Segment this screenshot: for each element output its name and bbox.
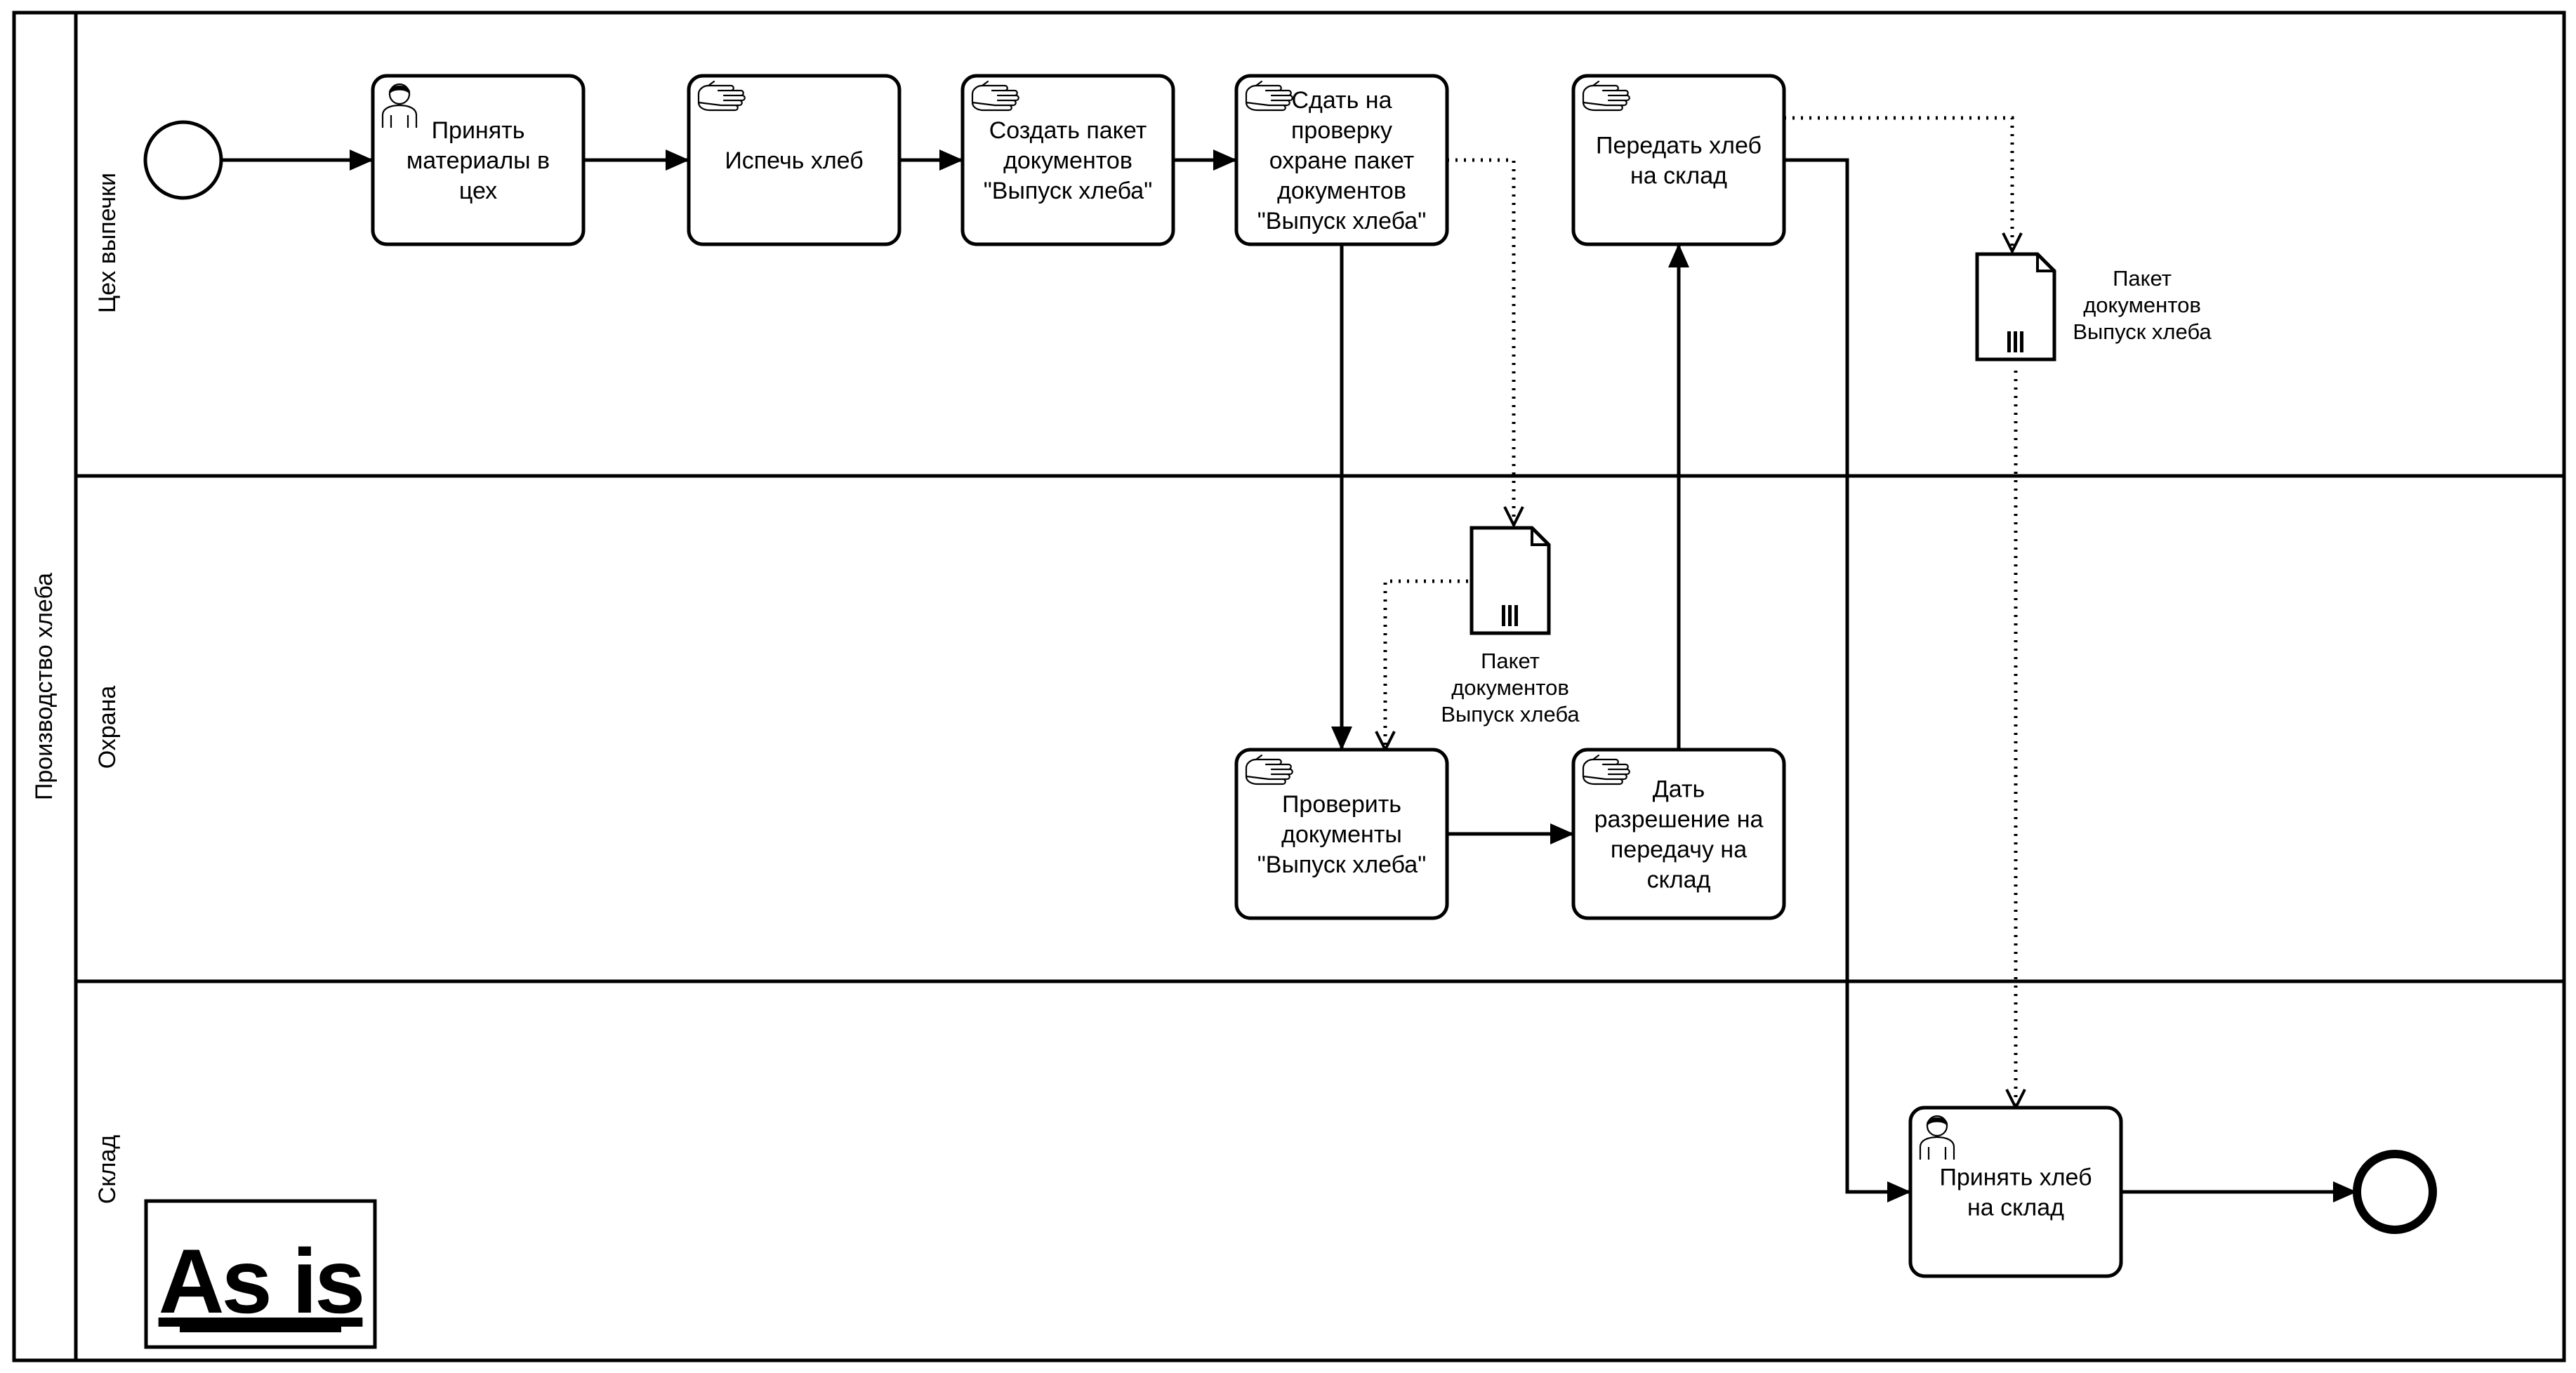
- task-box[interactable]: [1571, 74, 1786, 246]
- data-object-label-line: Пакет: [1481, 649, 1540, 673]
- task-label-line: "Выпуск хлеба": [984, 178, 1153, 204]
- document-collection-icon: [1975, 252, 2056, 362]
- task-label-line: склад: [1647, 867, 1711, 894]
- task-box[interactable]: [1234, 74, 1449, 246]
- assoc-submit-to-doc-security: [1447, 158, 1514, 525]
- task-label-line: "Выпуск хлеба": [1257, 851, 1427, 878]
- lane-bakery: Цех выпечки: [94, 173, 121, 313]
- task-receive-materials[interactable]: Принять материалы в цех: [371, 74, 586, 246]
- assoc-transfer-to-doc-bakery: [1784, 116, 2012, 251]
- task-label-line: Создать пакет: [989, 117, 1147, 144]
- task-box[interactable]: [371, 74, 586, 246]
- task-label-line: проверку: [1291, 117, 1392, 144]
- task-submit-docs[interactable]: Сдать на проверку охране пакет документов "В…: [1234, 74, 1449, 246]
- lane-label-warehouse: Склад: [94, 1135, 121, 1205]
- task-give-permission[interactable]: Дать разрешение на передачу на склад: [1571, 748, 1786, 920]
- task-label-line: Передать хлеб: [1596, 133, 1762, 159]
- task-label-line: "Выпуск хлеба": [1257, 208, 1427, 234]
- data-object-label-line: Пакет: [2113, 266, 2172, 291]
- user-icon: [1919, 1115, 1955, 1160]
- task-box[interactable]: [1571, 748, 1786, 920]
- task-label-line: документов: [1003, 147, 1132, 174]
- flow-transfer-to-accept: [1784, 158, 1911, 1202]
- task-label-line: на склад: [1967, 1195, 2064, 1221]
- task-label-line: материалы в: [407, 147, 550, 174]
- data-associations: [1385, 116, 2016, 1108]
- task-label-line: разрешение на: [1594, 807, 1764, 833]
- assoc-doc-security-to-check: [1385, 579, 1468, 750]
- task-label-line: Принять: [432, 117, 525, 144]
- start-event[interactable]: [143, 120, 223, 200]
- task-accept-bread[interactable]: Принять хлеб на склад: [1908, 1106, 2123, 1278]
- task-label-line: цех: [459, 178, 497, 204]
- sequence-flows: [222, 150, 2357, 1202]
- hand-icon: [971, 80, 1019, 112]
- hand-icon: [697, 80, 746, 112]
- task-check-docs[interactable]: Проверить документы "Выпуск хлеба": [1234, 748, 1449, 920]
- lane-label-bakery: Цех выпечки: [94, 173, 121, 313]
- pool-border: [12, 11, 2566, 1362]
- task-label-line: охране пакет: [1269, 147, 1414, 174]
- lane-label-security: Охрана: [94, 686, 121, 769]
- end-event[interactable]: [2353, 1150, 2437, 1234]
- task-box[interactable]: [1908, 1106, 2123, 1278]
- task-label-line: Проверить: [1282, 791, 1401, 818]
- data-object-label-line: Выпуск хлеба: [2073, 319, 2212, 344]
- task-label-line: Испечь хлеб: [725, 147, 863, 174]
- hand-icon: [1245, 754, 1293, 785]
- task-label-line: документов: [1277, 178, 1406, 204]
- task-box[interactable]: [960, 74, 1175, 246]
- as-is-badge: As is: [144, 1199, 377, 1349]
- task-label-line: на склад: [1630, 163, 1727, 190]
- user-icon: [381, 83, 418, 128]
- task-label-line: Принять хлеб: [1939, 1165, 2092, 1191]
- tasks-layer: Принять материалы в цех Испечь хлеб Создать …: [371, 74, 2123, 1278]
- task-bake-bread[interactable]: Испечь хлеб: [687, 74, 901, 246]
- data-object-label-line: Выпуск хлеба: [1441, 702, 1580, 727]
- data-object-label-line: документов: [2083, 293, 2201, 317]
- task-box[interactable]: [687, 74, 901, 246]
- task-transfer-bread[interactable]: Передать хлеб на склад: [1571, 74, 1786, 246]
- lane-warehouse: Склад: [94, 1135, 121, 1205]
- task-box[interactable]: [1234, 748, 1449, 920]
- hand-icon: [1245, 80, 1293, 112]
- task-label-line: Сдать на: [1292, 87, 1392, 114]
- lane-security: Охрана: [94, 686, 121, 769]
- document-collection-icon: [1469, 526, 1551, 635]
- as-is-badge-frame: [144, 1199, 377, 1349]
- task-label-line: передачу на: [1611, 837, 1747, 863]
- task-create-docs[interactable]: Создать пакет документов "Выпуск хлеба": [960, 74, 1175, 246]
- hand-icon: [1582, 754, 1630, 785]
- task-label-line: документы: [1281, 821, 1402, 848]
- pool: Производство хлеба: [12, 11, 2566, 1362]
- hand-icon: [1582, 80, 1630, 112]
- pool-label: Производство хлеба: [31, 573, 58, 800]
- as-is-badge-text: As is: [159, 1230, 363, 1332]
- task-label-line: Дать: [1653, 776, 1705, 803]
- data-object-label-line: документов: [1451, 675, 1569, 700]
